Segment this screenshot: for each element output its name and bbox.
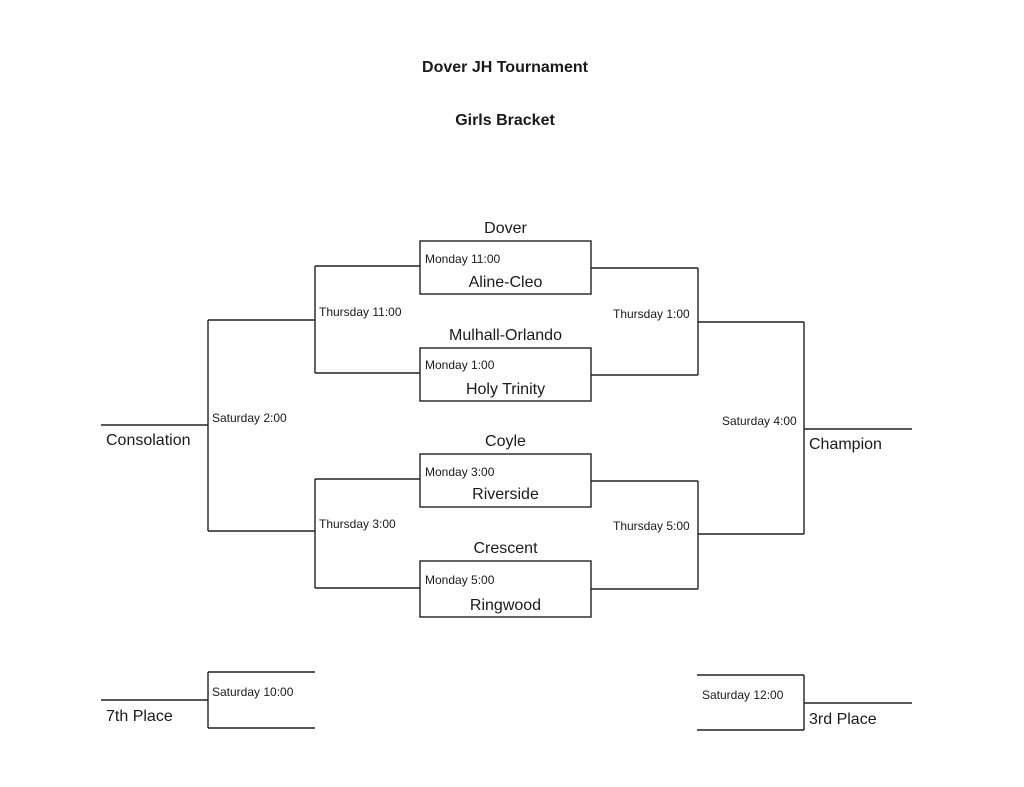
game-4-bottom-team: Ringwood [469, 597, 542, 614]
championship-final-time: Saturday 4:00 [722, 414, 797, 428]
bracket-subtitle: Girls Bracket [455, 112, 555, 129]
consolation-final-time: Saturday 2:00 [212, 411, 287, 425]
consolation-semi-bottom-time: Thursday 3:00 [319, 517, 396, 531]
championship-semi-bottom-time: Thursday 5:00 [613, 519, 690, 533]
champion-label: Champion [809, 436, 882, 453]
game-1-top-team: Dover [484, 220, 527, 237]
championship-semi-top-time: Thursday 1:00 [613, 307, 690, 321]
game-3-top-team: Coyle [485, 433, 526, 450]
seventh-place-time: Saturday 10:00 [212, 685, 294, 699]
seventh-place-label: 7th Place [106, 708, 173, 725]
game-3-time: Monday 3:00 [425, 465, 495, 479]
game-2-time: Monday 1:00 [425, 358, 495, 372]
game-4-time: Monday 5:00 [425, 573, 495, 587]
consolation-label: Consolation [106, 432, 191, 449]
game-2-bottom-team: Holy Trinity [465, 381, 546, 398]
game-2-top-team: Mulhall-Orlando [449, 327, 562, 344]
game-4-top-team: Crescent [473, 540, 538, 557]
game-3-bottom-team: Riverside [472, 486, 539, 503]
third-place-time: Saturday 12:00 [702, 688, 784, 702]
game-1-time: Monday 11:00 [425, 252, 501, 266]
third-place-label: 3rd Place [809, 711, 877, 728]
game-1-bottom-team: Aline-Cleo [468, 274, 543, 291]
tournament-title: Dover JH Tournament [422, 59, 588, 76]
consolation-semi-top-time: Thursday 11:00 [319, 305, 402, 319]
